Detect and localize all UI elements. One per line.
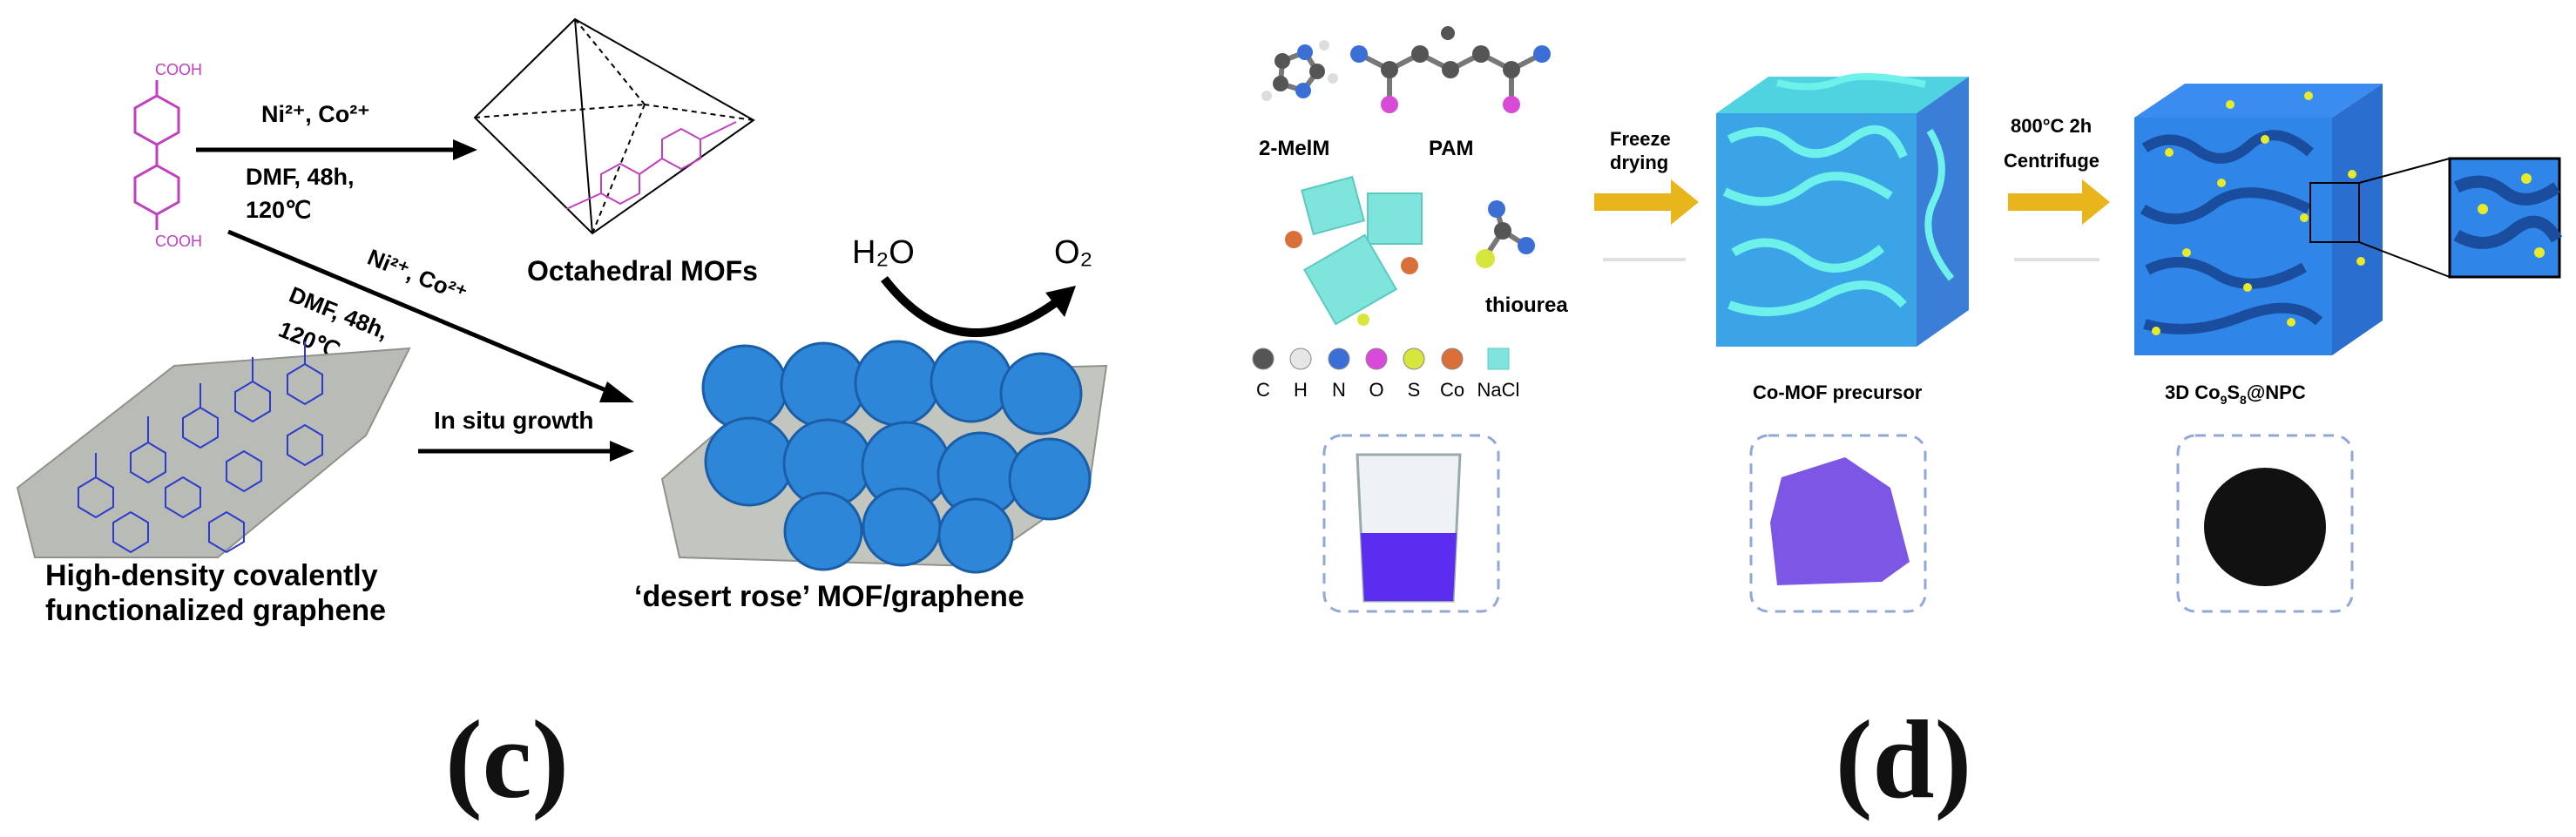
water-label: H₂O — [852, 234, 915, 271]
bipyridine-ligand — [133, 80, 180, 230]
reagent-temperature-label: 120℃ — [246, 197, 311, 223]
methylimidazole-molecule — [1261, 40, 1338, 101]
in-situ-growth-label: In situ growth — [434, 407, 594, 434]
final-label-sub1: 9 — [2221, 393, 2228, 407]
thiourea-atom — [1488, 200, 1505, 218]
final-label-prefix: 3D Co — [2165, 381, 2221, 403]
functionalized-graphene-sheet — [16, 347, 411, 558]
co-ion — [1401, 257, 1418, 274]
arrow-head-in-situ — [610, 441, 634, 462]
reagent-condition-label: DMF, 48h, — [246, 164, 355, 190]
final-label-mid: S — [2227, 381, 2240, 403]
legend-marker-co — [1441, 348, 1464, 370]
final-label-sub2: 8 — [2240, 393, 2247, 407]
molecule-2melm-label: 2-MelM — [1259, 137, 1329, 160]
legend-label-c: C — [1256, 379, 1270, 401]
thiourea-atom — [1518, 237, 1535, 254]
step1-label-line2: drying — [1610, 152, 1668, 173]
product-photo-frame — [2176, 434, 2354, 613]
step2-label-line2: Centrifuge — [2004, 150, 2099, 172]
panel-c-diagram: COOH COOH Ni²⁺, Co²⁺ DMF, 48h, 120℃ Octa… — [16, 17, 1108, 627]
cooh-top-label: COOH — [155, 61, 202, 78]
pam-atoms — [1350, 26, 1551, 113]
molecule-pam-label: PAM — [1429, 137, 1474, 160]
oer-arrow-head — [1045, 286, 1076, 317]
graphene-label-line2: functionalized graphene — [45, 594, 386, 627]
legend-label-h: H — [1294, 379, 1308, 401]
zoom-line-top — [2358, 158, 2451, 184]
step2-label-line1: 800°C 2h — [2011, 115, 2092, 137]
arrow-diagonal — [227, 229, 615, 396]
s-ion — [1357, 314, 1369, 326]
legend-marker-n — [1328, 348, 1350, 370]
legend-marker-o — [1365, 348, 1388, 370]
co-mof-precursor-cube — [1716, 72, 1969, 347]
legend-marker-c — [1252, 348, 1274, 370]
ligand-in-octahedron — [565, 121, 737, 210]
arrow-head-diagonal — [599, 381, 634, 402]
co9s8-npc-label: 3D Co9S8@NPC — [2165, 381, 2306, 407]
nacl-crystals — [1301, 175, 1423, 326]
co-mof-precursor-label: Co-MOF precursor — [1753, 381, 1923, 403]
legend-label-co: Co — [1440, 379, 1464, 401]
panel-d: 2-MelM PAM — [1220, 0, 2576, 837]
freeze-drying-arrow — [1594, 179, 1699, 225]
thiourea-atom — [1494, 222, 1511, 240]
beaker-icon — [1356, 453, 1462, 603]
legend-label-n: N — [1332, 379, 1346, 401]
zoom-line-bottom — [2358, 241, 2451, 278]
solution-photo-frame — [1322, 434, 1500, 613]
oxygen-label: O₂ — [1054, 234, 1092, 271]
atom-legend: C H N O S Co NaCl — [1252, 348, 1520, 401]
oer-curved-arrow — [881, 275, 1061, 338]
desert-rose-mof-particles — [701, 340, 1092, 574]
desert-rose-label: ‘desert rose’ MOF/graphene — [634, 580, 1024, 613]
cooh-bottom-label: COOH — [155, 233, 202, 250]
black-powder-sample — [2204, 468, 2326, 586]
panel-d-diagram: 2-MelM PAM — [1252, 26, 2563, 613]
purple-precursor-sample — [1770, 457, 1910, 585]
graphene-functional-groups — [78, 341, 323, 554]
legend-marker-h — [1289, 348, 1312, 370]
co-ion — [1285, 231, 1302, 248]
legend-marker-s — [1403, 348, 1425, 370]
pyrolysis-arrow — [2008, 179, 2110, 225]
thiourea-atom — [1476, 249, 1495, 268]
molecule-thiourea-label: thiourea — [1485, 294, 1568, 317]
precursor-photo-frame — [1749, 434, 1927, 613]
legend-marker-nacl — [1487, 348, 1510, 370]
octahedral-mofs-label: Octahedral MOFs — [527, 255, 758, 287]
co9s8-npc-cube — [2134, 84, 2383, 355]
zoom-inset — [2448, 157, 2563, 279]
panel-d-label: (d) — [1835, 698, 1972, 821]
panel-c: COOH COOH Ni²⁺, Co²⁺ DMF, 48h, 120℃ Octa… — [0, 0, 1132, 837]
step1-label-line1: Freeze — [1610, 128, 1671, 150]
legend-label-o: O — [1369, 379, 1383, 401]
reagent-metals-label: Ni²⁺, Co²⁺ — [261, 101, 369, 127]
legend-label-s: S — [1408, 379, 1421, 401]
arrow-head-octahedral — [453, 139, 477, 160]
graphene-label-line1: High-density covalently — [45, 559, 378, 592]
final-label-suffix: @NPC — [2247, 381, 2306, 403]
zoom-box-small — [2309, 182, 2360, 243]
co9s8-nanoparticles — [2152, 91, 2365, 335]
panel-c-label: (c) — [444, 698, 570, 821]
legend-label-nacl: NaCl — [1477, 379, 1520, 401]
